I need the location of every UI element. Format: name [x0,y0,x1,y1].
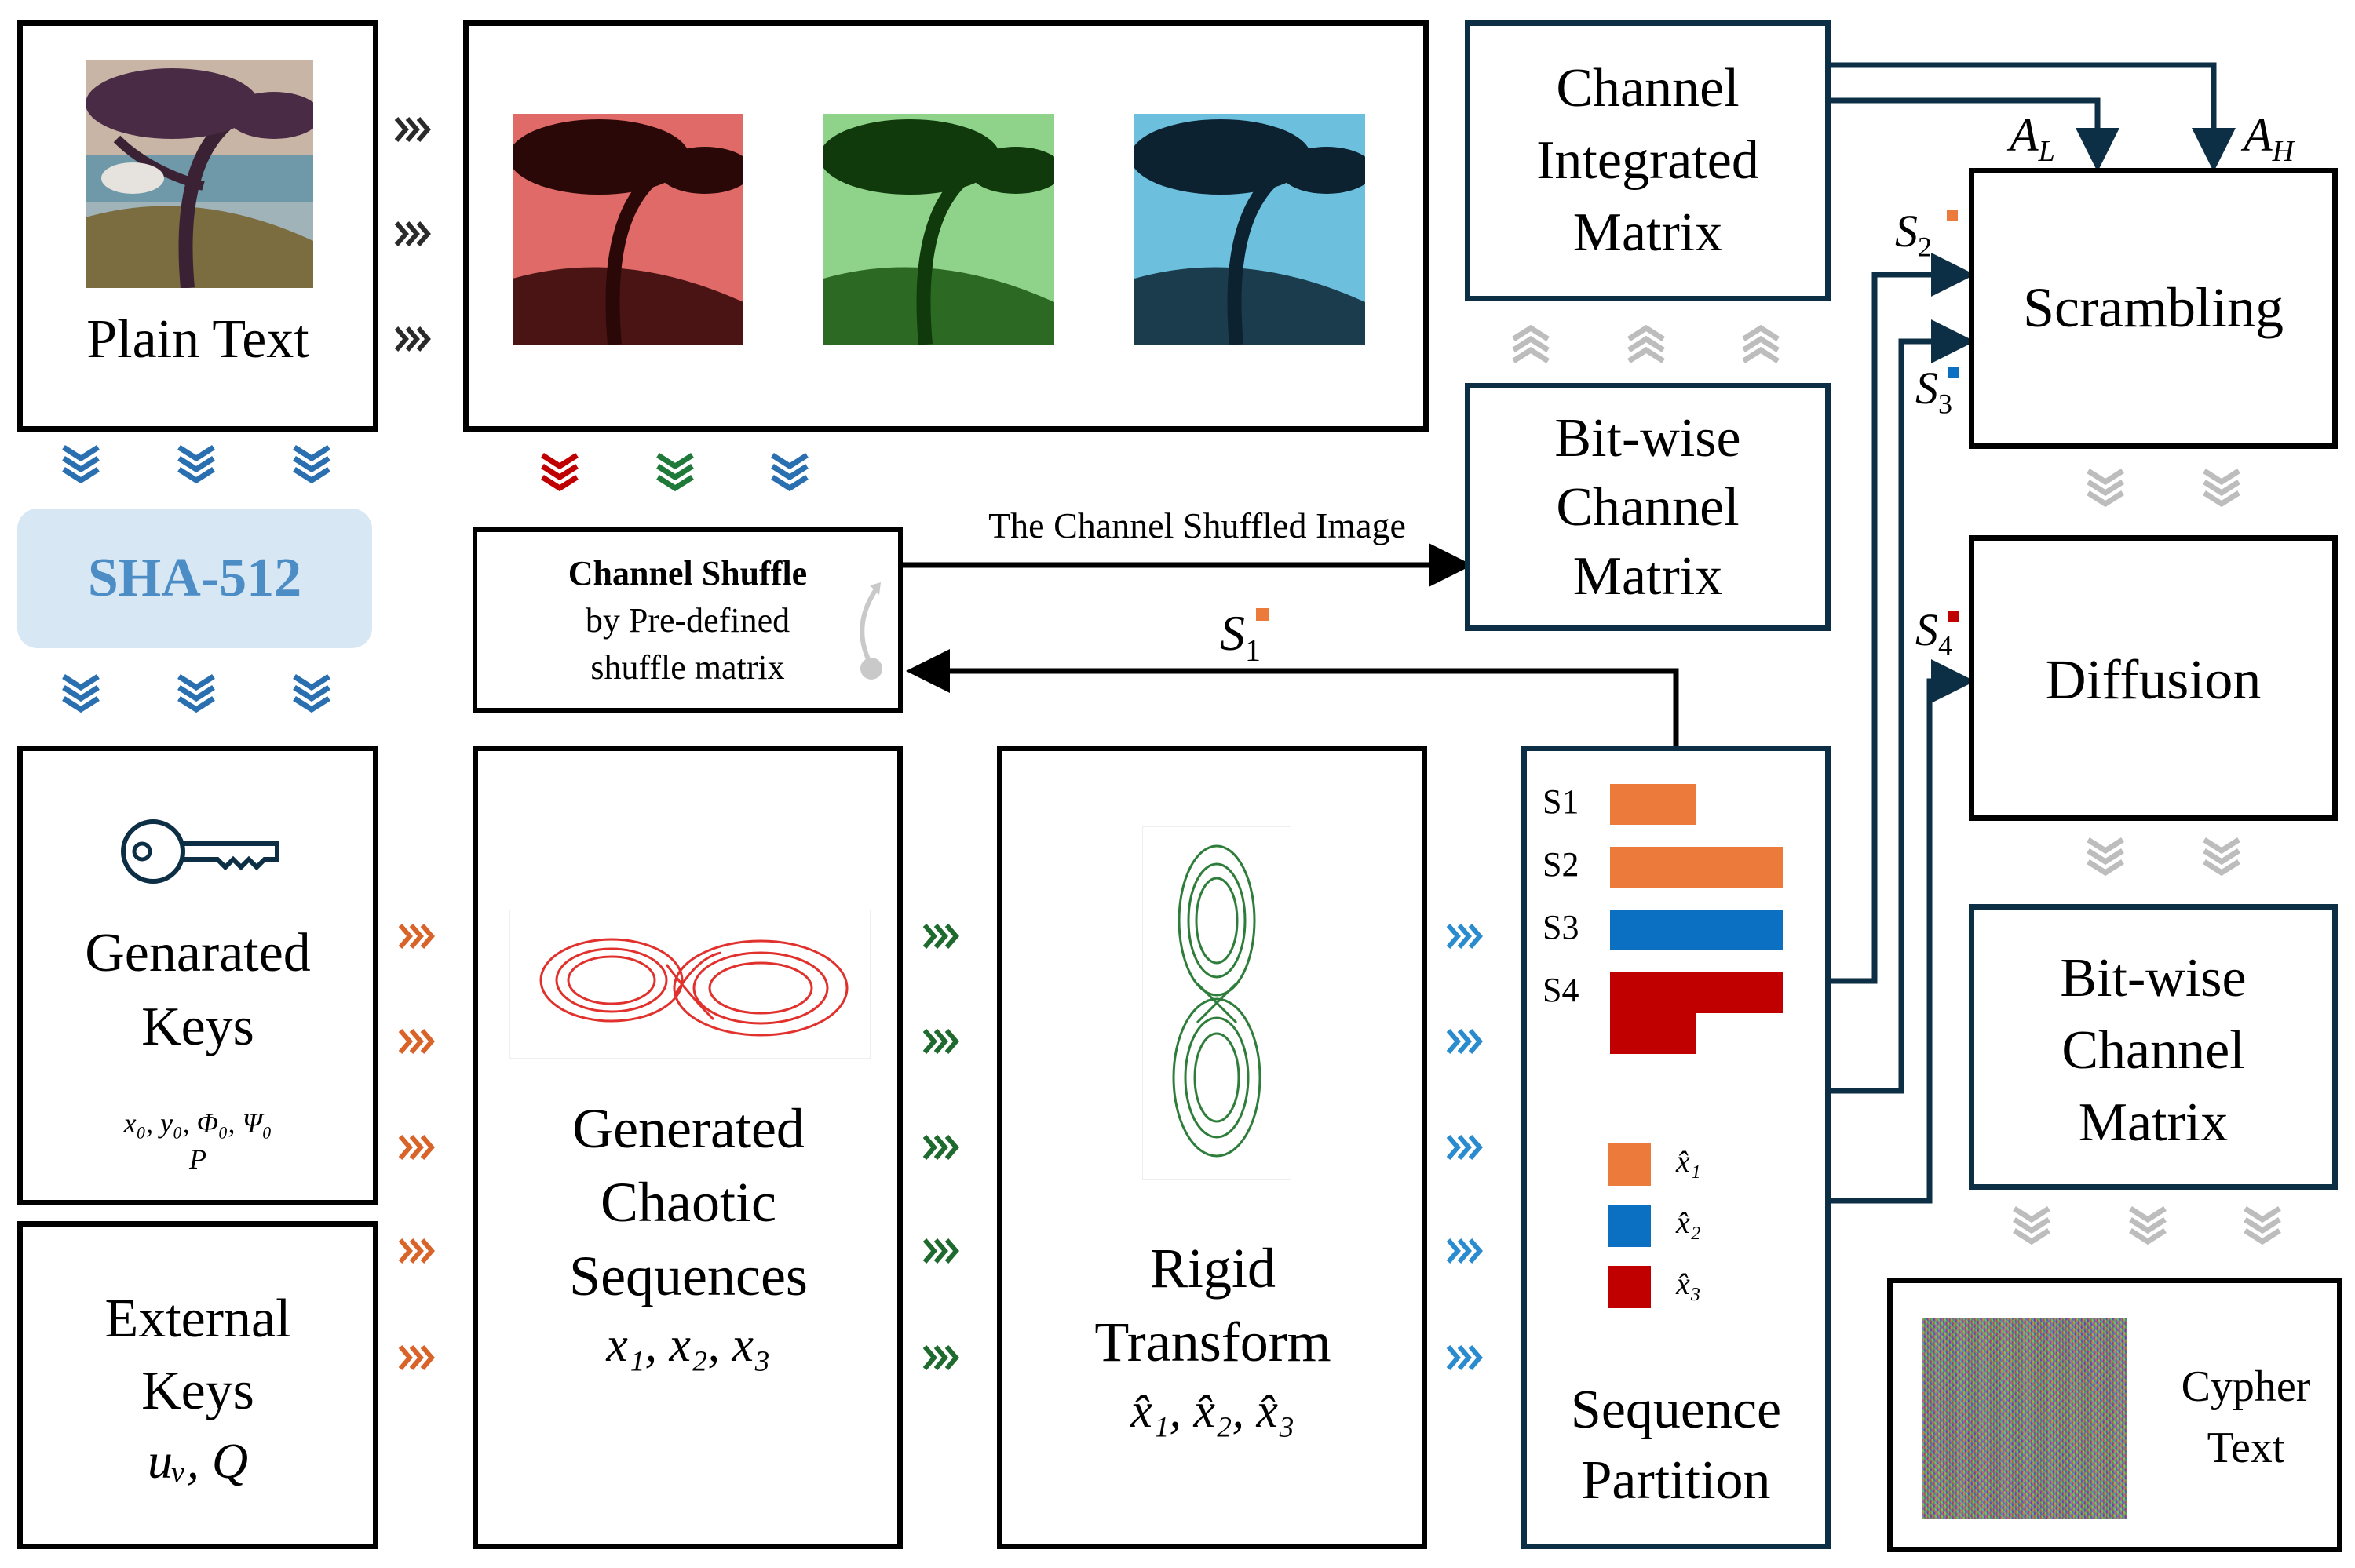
channel-shuffle-box: Channel Shuffle by Pre-defined shuffle m… [473,527,903,713]
bar-s4a [1610,972,1783,1013]
scrambling-box: Scrambling [1969,168,2338,449]
rotate-icon [860,582,882,680]
chaotic-sequences-box: Generated Chaotic Sequences x₁, x₂, x₃ [473,746,903,1549]
external-keys-label-1: External [104,1289,291,1349]
plain-image [86,60,313,288]
external-keys-label-2: Keys [141,1361,254,1421]
legend-label-x3: x̂₃ [1676,1266,1701,1301]
cypher-label-1: Cypher [2181,1362,2311,1411]
rigid-vars: x̂₁, x̂₂, x̂₃ [1130,1384,1295,1438]
s1-label: S1 [1220,605,1261,668]
generated-keys-params-2: P [189,1143,206,1175]
blue-channel-image [1134,114,1365,345]
bar-label-s4: S4 [1543,971,1579,1009]
channel-shuffle-line2: by Pre-defined [585,601,790,640]
external-keys-box: External Keys uᵥ, Q [17,1221,378,1549]
legend-swatch-x1 [1608,1143,1651,1186]
chevron-right-icon [400,925,432,1369]
chevron-down-icon [542,455,807,488]
plain-text-box: Plain Text [17,20,378,432]
s3-label: S3 [1915,363,1952,420]
bar-s1 [1610,784,1696,825]
external-keys-params: uᵥ, Q [147,1433,249,1489]
bar-label-s1: S1 [1543,782,1579,821]
bitwise-bottom-label-2: Channel [2061,1020,2245,1081]
green-attractor-plot [1142,826,1291,1180]
channel-shuffle-line3: shuffle matrix [590,648,785,687]
sequence-partition-box: S1 S2 S3 S4 x̂₁ x̂₂ x̂₃ Sequence Partiti… [1521,746,1831,1549]
bitwise-top-label-1: Bit-wise [1554,408,1741,469]
s2-label: S2 [1895,206,1932,263]
bitwise-matrix-bottom-box: Bit-wise Channel Matrix [1969,904,2338,1190]
generated-keys-label-1: Genarated [85,923,311,983]
integrated-label-2: Integrated [1536,130,1759,191]
rigid-label-1: Rigid [1149,1237,1276,1300]
s3-color-marker [1948,367,1959,378]
cypher-image [1922,1318,2127,1519]
chevron-right-icon [396,119,428,350]
bitwise-top-label-2: Channel [1556,477,1740,538]
legend-label-x1: x̂₁ [1676,1143,1701,1179]
chaotic-label-1: Generated [572,1097,805,1160]
arrow-ah [1831,62,2236,172]
arrow-s3 [1831,319,1975,1094]
bitwise-bottom-label-1: Bit-wise [2060,948,2247,1008]
bar-label-s2: S2 [1543,845,1579,884]
red-attractor-plot [509,910,871,1059]
arrow-s1 [906,649,1679,746]
legend-label-x2: x̂₂ [1676,1205,1701,1240]
s4-label: S4 [1915,604,1952,662]
partition-label-2: Partition [1581,1450,1771,1511]
arrow-al [1831,97,2120,172]
arrow-s2 [1831,253,1975,984]
cypher-label-2: Text [2207,1424,2285,1472]
generated-keys-params-1: x₀, y₀, Φ₀, Ψ₀ [123,1107,272,1139]
chevron-right-icon [925,925,956,1369]
sha512-block: SHA-512 [17,509,372,648]
integrated-label-1: Channel [1556,58,1740,119]
generated-keys-label-2: Keys [141,997,254,1057]
integrated-label-3: Matrix [1572,202,1723,263]
green-channel-image [823,114,1054,345]
rigid-label-2: Transform [1094,1311,1331,1373]
chaotic-vars: x₁, x₂, x₃ [606,1318,771,1372]
bar-s4b [1610,1013,1696,1054]
chevron-up-icon [1513,328,1778,361]
partition-label-1: Sequence [1570,1380,1782,1440]
key-icon [121,819,279,884]
al-label: AL [2010,109,2055,168]
chaotic-label-2: Chaotic [601,1171,776,1234]
shuffled-image-label: The Channel Shuffled Image [988,505,1406,545]
s2-color-marker [1947,210,1958,221]
bar-s3 [1610,910,1783,950]
scrambling-label: Scrambling [2023,276,2284,339]
diffusion-box: Diffusion [1969,535,2338,821]
arrow-s4 [1831,659,1975,1204]
legend-swatch-x3 [1608,1266,1651,1308]
s4-color-marker [1948,611,1959,622]
channel-shuffle-title: Channel Shuffle [568,554,808,593]
ah-label: AH [2244,109,2295,168]
generated-keys-box: Genarated Keys x₀, y₀, Φ₀, Ψ₀ P [17,746,378,1205]
rigid-transform-box: Rigid Transform x̂₁, x̂₂, x̂₃ [997,746,1427,1549]
chevron-right-icon [1448,925,1480,1369]
bitwise-bottom-label-3: Matrix [2078,1092,2229,1153]
legend-swatch-x2 [1608,1205,1651,1247]
bitwise-matrix-top-box: Bit-wise Channel Matrix [1465,383,1831,631]
bar-s2 [1610,847,1783,888]
channel-images-box [463,20,1429,432]
channel-integrated-box: Channel Integrated Matrix [1465,20,1831,301]
plain-text-label: Plain Text [86,309,309,370]
red-channel-image [513,114,743,345]
diffusion-label: Diffusion [2045,648,2262,711]
bitwise-top-label-3: Matrix [1572,546,1723,607]
s1-color-marker [1256,608,1269,621]
chaotic-label-3: Sequences [569,1245,808,1307]
bar-label-s3: S3 [1543,908,1579,946]
